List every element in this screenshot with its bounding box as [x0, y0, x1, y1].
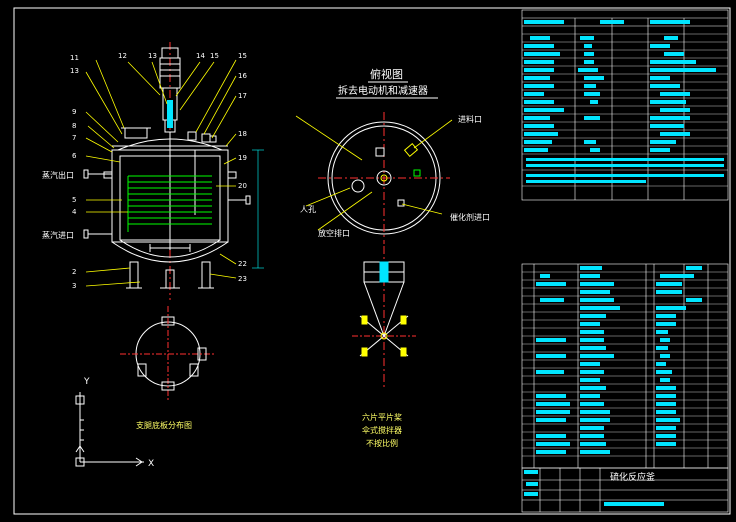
balloon-number: 23 — [238, 275, 247, 283]
agitator-caption-1: 六片平片桨 — [362, 412, 402, 422]
spec-table-rows — [522, 33, 728, 187]
vertical-dimensions — [252, 149, 264, 269]
balloon-number: 20 — [238, 182, 247, 190]
ucs-icon — [75, 392, 144, 467]
catalyst-inlet-label: 催化剂进口 — [450, 212, 490, 222]
balloon-number: 7 — [72, 134, 76, 142]
balloon-number: 2 — [72, 268, 76, 276]
balloon-number: 17 — [238, 92, 247, 100]
balloon-number: 14 — [196, 52, 205, 60]
balloon-number: 15 — [210, 52, 219, 60]
manhole-label: 人孔 — [300, 205, 316, 214]
balloon-number: 19 — [238, 154, 247, 162]
balloon-number: 15 — [238, 52, 247, 60]
support-layout-view — [120, 306, 216, 402]
balloon-leaders — [85, 59, 237, 287]
ucs-y-label: Y — [83, 377, 90, 387]
steam-inlet-label: 蒸汽进口 — [42, 230, 74, 240]
plan-view-leaders — [295, 115, 453, 231]
shaft-seal — [167, 100, 173, 128]
balloon-number: 13 — [148, 52, 157, 60]
balloon-number: 9 — [72, 108, 76, 116]
feed-port-label: 进料口 — [458, 114, 482, 124]
balloon-number: 18 — [238, 130, 247, 138]
agitator-caption-2: 伞式搅拌器 — [362, 425, 402, 435]
plan-view-title: 俯视图 — [370, 67, 403, 81]
jacket-bottom-head — [111, 241, 229, 263]
manhole-nozzle — [124, 127, 148, 139]
parts-list-table — [521, 263, 729, 469]
plan-view-subtitle: 拆去电动机和减速器 — [338, 84, 428, 97]
drawing-frame — [13, 7, 731, 515]
technical-spec-table — [521, 9, 729, 201]
ucs-x-label: X — [148, 459, 154, 469]
support-leg-left — [129, 261, 139, 289]
reactor-elevation-view — [83, 42, 251, 300]
drain-label: 放空排口 — [318, 228, 350, 238]
balloon-number: 3 — [72, 282, 76, 290]
parts-list-highlights — [536, 266, 702, 454]
heating-coil — [127, 175, 212, 232]
balloon-number: 5 — [72, 196, 76, 204]
parts-list-rows — [522, 271, 728, 457]
title-block — [521, 467, 729, 513]
balloon-number: 16 — [238, 72, 247, 80]
inner-bottom-head — [119, 239, 221, 258]
motor-fan-cover — [161, 47, 179, 59]
balloon-number: 11 — [70, 54, 79, 62]
spec-table-highlights — [524, 20, 724, 183]
title-block-highlights — [524, 470, 664, 506]
balloon-number: 6 — [72, 152, 77, 160]
agitator-caption-3: 不按比例 — [366, 438, 398, 448]
balloon-number: 22 — [238, 260, 247, 268]
balloon-number: 8 — [72, 122, 76, 130]
plan-view — [318, 112, 450, 244]
balloon-number: 13 — [70, 67, 79, 75]
agitator-detail — [352, 246, 416, 388]
balloon-number: 12 — [118, 52, 127, 60]
drawing-title: 硫化反应釜 — [610, 471, 655, 483]
balloon-number-group: 11 13 12 13 14 15 15 16 17 18 19 20 22 2… — [70, 52, 247, 290]
balloon-number: 4 — [72, 208, 77, 216]
steam-outlet-label: 蒸汽出口 — [42, 170, 74, 180]
support-layout-caption: 支腿底板分布图 — [136, 420, 192, 430]
support-leg-right — [201, 261, 211, 289]
